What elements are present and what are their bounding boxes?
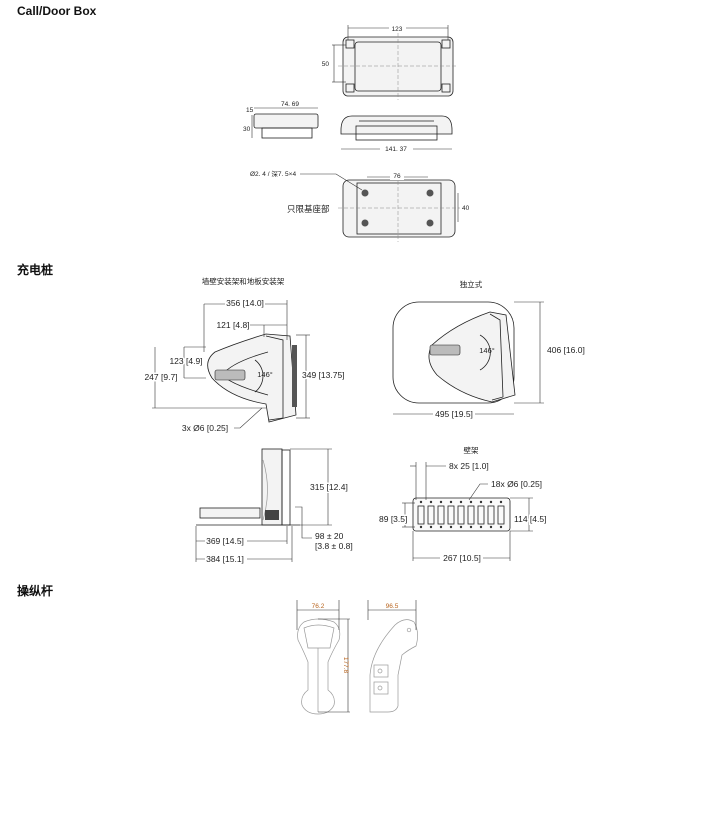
charger-standalone-top-view: 146° 406 [16.0] 495 [19.5] xyxy=(392,301,586,419)
dim-joystick-width: 76.2 xyxy=(312,603,325,610)
heading-joystick: 操纵杆 xyxy=(17,584,54,598)
shelf-hole xyxy=(499,525,503,529)
shelf-hole xyxy=(419,500,423,504)
angle-146-wall: 146° xyxy=(257,370,273,379)
charger-wall-floor-top-view: 146° 356 [14.0] 121 [4.8] 123 [4.9] 247 … xyxy=(143,297,346,433)
dim-356: 356 [14.0] xyxy=(226,298,264,308)
dim-114: 114 [4.5] xyxy=(514,514,546,524)
dim-369: 369 [14.5] xyxy=(206,536,244,546)
dim-hole-spacing: 76 xyxy=(393,173,401,180)
door-box-side-view: 74. 69 15 30 xyxy=(243,101,319,139)
shelf-hole xyxy=(499,500,503,504)
dim-hole-height: 40 xyxy=(462,205,470,212)
shelf-hole xyxy=(449,500,453,504)
label-wall-floor: 墙壁安装架和地板安装架 xyxy=(202,276,285,286)
base-note: 只限基座部 xyxy=(287,204,330,214)
dim-98-inch: [3.8 ± 0.8] xyxy=(315,541,353,551)
shelf-hole xyxy=(489,500,493,504)
shelf-slot xyxy=(467,505,475,525)
shelf-hole xyxy=(429,500,433,504)
dim-side-width: 74. 69 xyxy=(281,101,299,108)
dim-98: 98 ± 20 xyxy=(315,531,344,541)
holes-3x: 3x Ø6 [0.25] xyxy=(182,423,228,433)
shelf-hole xyxy=(469,500,473,504)
dim-side-top: 15 xyxy=(246,107,254,114)
shelf-hole xyxy=(449,525,453,529)
shelf-slot xyxy=(497,505,505,525)
shelf-hole xyxy=(439,500,443,504)
shelf-hole xyxy=(489,525,493,529)
shelf-hole xyxy=(439,525,443,529)
door-box-bottom-view: 76 40 Ø2. 4 / 深7. 5×4 只限基座部 xyxy=(250,169,470,242)
dim-406: 406 [16.0] xyxy=(547,345,585,355)
shelf-hole xyxy=(429,525,433,529)
dim-267: 267 [10.5] xyxy=(443,553,481,563)
shelf-slot xyxy=(457,505,465,525)
shelf-slot xyxy=(427,505,435,525)
shelf-hole xyxy=(459,500,463,504)
dim-315: 315 [12.4] xyxy=(310,482,348,492)
label-wall-shelf: 壁架 xyxy=(464,445,479,455)
shelf-slot xyxy=(477,505,485,525)
shelf-hole xyxy=(419,525,423,529)
shelf-slot xyxy=(417,505,425,525)
shelf-hole xyxy=(459,525,463,529)
shelf-hole xyxy=(479,525,483,529)
charger-side-view: 315 [12.4] 369 [14.5] 384 [15.1] 98 ± 20… xyxy=(195,448,353,564)
shelf-hole xyxy=(469,525,473,529)
charger-wall-shelf: 8x 25 [1.0] 18x Ø6 [0.25] 89 [3.5] 114 [… xyxy=(378,461,548,563)
dim-front-width: 141. 37 xyxy=(385,146,407,153)
dim-side-height: 30 xyxy=(243,126,251,133)
shelf-slot xyxy=(447,505,455,525)
heading-call-door-box: Call/Door Box xyxy=(17,4,97,18)
door-box-top-view: 123 50 xyxy=(322,23,458,100)
heading-charger: 充电桩 xyxy=(17,263,54,277)
holes-18x: 18x Ø6 [0.25] xyxy=(491,479,542,489)
door-box-front-view: 141. 37 xyxy=(340,115,453,153)
angle-146-standalone: 146° xyxy=(479,346,495,355)
shelf-slot xyxy=(487,505,495,525)
dim-349: 349 [13.75] xyxy=(302,370,345,380)
joystick-front-view: 76.2 177.8 xyxy=(296,600,350,715)
dim-123: 123 [4.9] xyxy=(169,356,202,366)
dim-joystick-height: 177.8 xyxy=(342,657,349,674)
dim-width: 123 xyxy=(392,26,403,33)
shelf-hole xyxy=(479,500,483,504)
dim-247: 247 [9.7] xyxy=(144,372,177,382)
dim-89: 89 [3.5] xyxy=(379,514,407,524)
joystick-side-view: 96.5 xyxy=(367,600,418,713)
label-standalone: 独立式 xyxy=(460,279,483,289)
dim-slots: 8x 25 [1.0] xyxy=(449,461,489,471)
dim-121: 121 [4.8] xyxy=(216,320,249,330)
dim-384: 384 [15.1] xyxy=(206,554,244,564)
dim-495: 495 [19.5] xyxy=(435,409,473,419)
hole-note: Ø2. 4 / 深7. 5×4 xyxy=(250,169,296,178)
shelf-slot xyxy=(437,505,445,525)
dim-height: 50 xyxy=(322,61,330,68)
dim-joystick-depth: 96.5 xyxy=(386,603,399,610)
